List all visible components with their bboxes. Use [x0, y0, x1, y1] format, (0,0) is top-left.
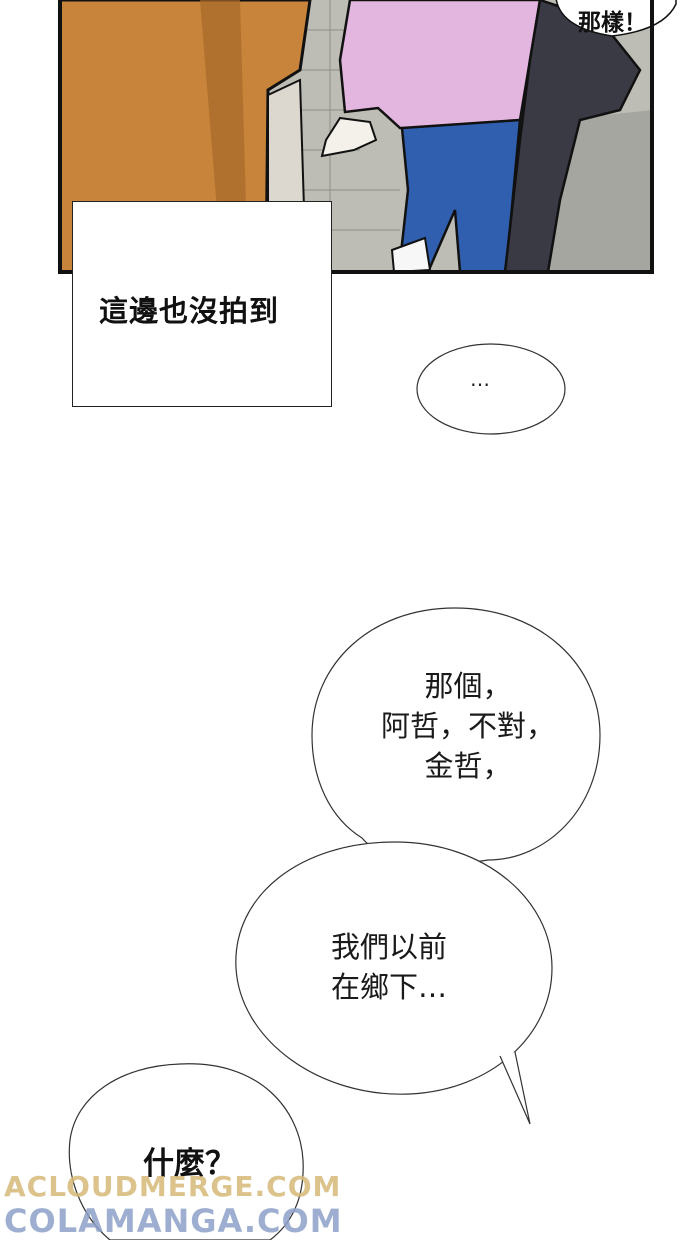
watermark-line-1: ACLOUDMERGE.COM — [4, 1170, 342, 1203]
top-speech-bubble — [555, 0, 677, 37]
bubble-line-4: 我們以前 — [330, 930, 447, 964]
speech-bubble-what — [68, 1063, 304, 1240]
what-text: 什麼？ — [143, 1146, 236, 1182]
caption-text: 這邊也沒拍到 — [99, 294, 280, 328]
watermark-line-2: COLAMANGA.COM — [4, 1202, 343, 1240]
hand — [320, 116, 378, 158]
bubble-line-1: 那個， — [424, 669, 512, 703]
bubble-text-upper: 那個， 阿哲，不對， 金哲， — [378, 666, 558, 786]
bubble-line-2: 阿哲，不對， — [380, 709, 555, 743]
bubble-line-3: 金哲， — [424, 749, 512, 783]
ellipsis-bubble — [416, 343, 566, 435]
top-bubble-text: 那樣！ — [578, 9, 647, 36]
bubble-tail — [499, 1051, 531, 1125]
bubble-text-lower: 我們以前 在鄉下… — [314, 927, 464, 1007]
bubble-line-5: 在鄉下… — [330, 970, 447, 1004]
speech-bubble-lower — [235, 841, 553, 1095]
ellipsis-text: … — [470, 367, 492, 391]
panel-border — [58, 0, 654, 274]
dark-figure — [503, 0, 642, 274]
caption-box: 這邊也沒拍到 — [72, 201, 332, 407]
